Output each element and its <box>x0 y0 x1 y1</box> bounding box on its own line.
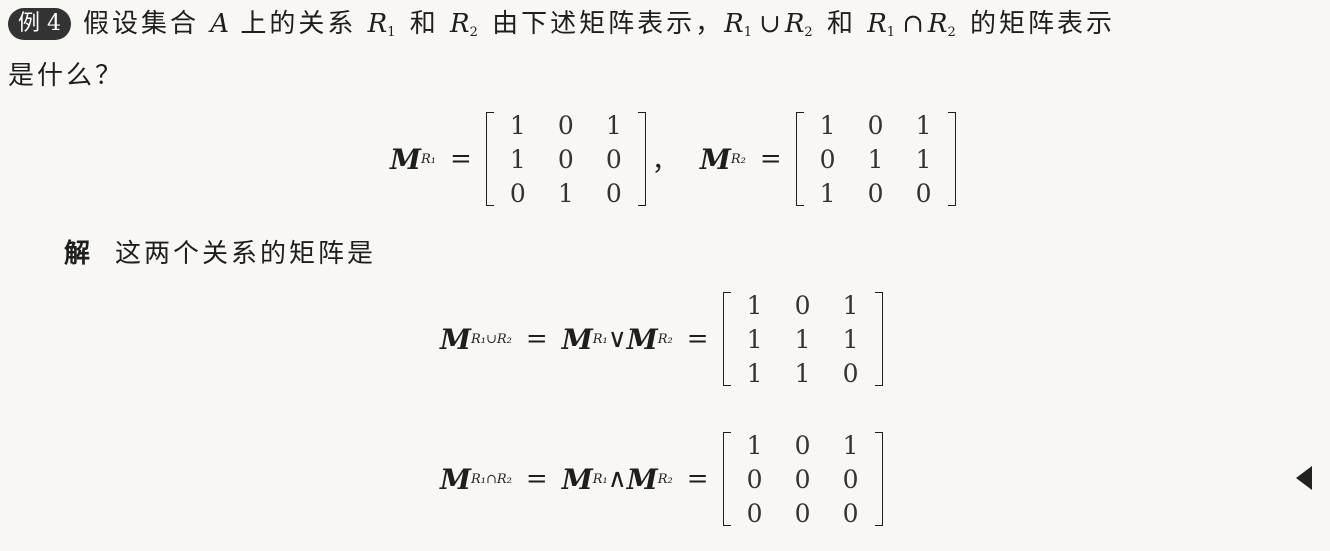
matrix-cell: 0 <box>509 178 526 208</box>
matrix-cell: 0 <box>794 498 811 528</box>
matrix-row: 1 0 1 <box>731 428 875 462</box>
matrix-label: M <box>390 142 421 176</box>
matrix-row: 1 1 1 <box>731 322 875 356</box>
matrix-cell: 0 <box>842 498 859 528</box>
matrix-cell: 1 <box>819 178 836 208</box>
matrix-cell: 0 <box>605 144 622 174</box>
matrix-cell: 0 <box>557 144 574 174</box>
matrix-cell: 1 <box>915 110 932 140</box>
matrix-cell: 0 <box>794 430 811 460</box>
matrix-cell: 1 <box>842 324 859 354</box>
solution-heading: 解这两个关系的矩阵是 <box>64 239 377 269</box>
matrix-row: 1 0 1 <box>731 288 875 322</box>
matrix-label: M <box>699 142 731 176</box>
matrix-cell: 1 <box>867 144 884 174</box>
matrix-cell: 1 <box>605 110 622 140</box>
matrix-cell: 1 <box>557 178 574 208</box>
matrix-cell: 0 <box>557 110 574 140</box>
matrix-cell: 1 <box>819 110 836 140</box>
matrix-cell: 0 <box>605 178 622 208</box>
matrix-cell: 1 <box>746 430 763 460</box>
example-badge: 例 4 <box>8 8 71 40</box>
matrix-row: 1 1 0 <box>731 356 875 390</box>
matrix-row: 0 1 1 <box>804 142 948 176</box>
matrix-cell: 1 <box>915 144 932 174</box>
matrix-row: 1 0 0 <box>804 176 948 210</box>
matrix-cell: 0 <box>746 498 763 528</box>
matrix-cell: 0 <box>867 110 884 140</box>
matrix-cell: 0 <box>794 290 811 320</box>
matrix-cell: 1 <box>746 358 763 388</box>
matrix-row: 0 0 0 <box>731 462 875 496</box>
matrix-row: 1 0 0 <box>494 142 638 176</box>
matrix-cell: 0 <box>819 144 836 174</box>
matrix-cell: 1 <box>509 110 526 140</box>
matrix-cell: 1 <box>794 324 811 354</box>
matrix-row: 0 0 0 <box>731 496 875 530</box>
matrix-row: 1 0 1 <box>494 108 638 142</box>
matrix-cell: 0 <box>794 464 811 494</box>
matrix-cell: 1 <box>794 358 811 388</box>
matrix-r2: 1 0 1 0 1 1 1 0 0 <box>795 108 956 210</box>
matrix-cell: 1 <box>509 144 526 174</box>
matrix-cell: 0 <box>842 464 859 494</box>
matrix-cell: 1 <box>746 290 763 320</box>
matrix-cell: 1 <box>746 324 763 354</box>
matrix-intersection: 1 0 1 0 0 0 0 0 0 <box>722 428 883 530</box>
matrix-cell: 0 <box>746 464 763 494</box>
matrix-row: 1 0 1 <box>804 108 948 142</box>
solution-label: 解 <box>64 239 94 269</box>
matrix-cell: 0 <box>915 178 932 208</box>
matrix-row: 0 1 0 <box>494 176 638 210</box>
problem-line-2: 是什么？ <box>8 61 125 91</box>
matrix-union: 1 0 1 1 1 1 1 1 0 <box>722 288 883 390</box>
matrix-cell: 1 <box>842 290 859 320</box>
triangle-left-icon[interactable] <box>1296 466 1312 490</box>
matrix-cell: 0 <box>842 358 859 388</box>
matrix-cell: 1 <box>842 430 859 460</box>
matrix-r1: 1 0 1 1 0 0 0 1 0 <box>485 108 646 210</box>
matrix-cell: 0 <box>867 178 884 208</box>
